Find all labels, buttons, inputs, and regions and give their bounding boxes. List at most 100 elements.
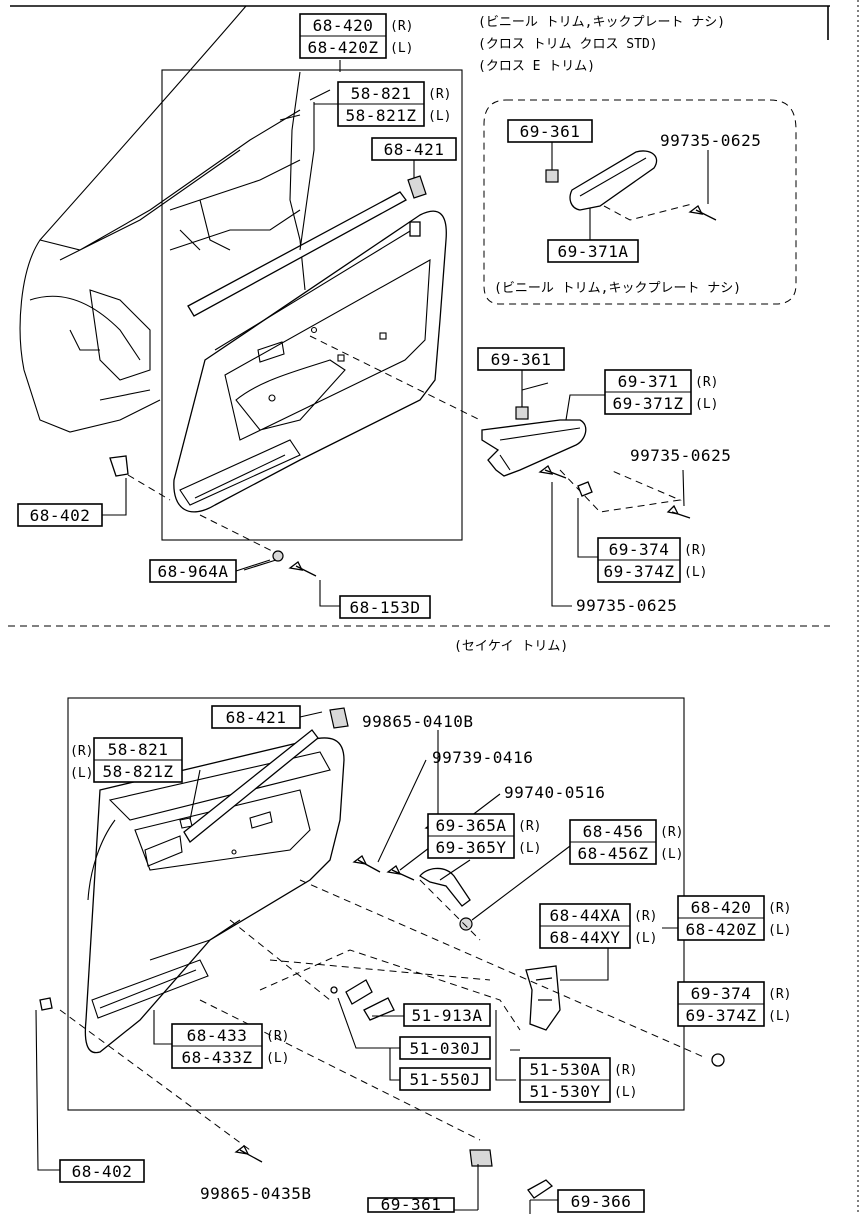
svg-text:69-361: 69-361 xyxy=(491,350,552,369)
screw-99865-0435b xyxy=(234,1145,263,1163)
section-label: (セイケイ トリム) xyxy=(454,639,568,654)
svg-text:58-821: 58-821 xyxy=(108,740,169,759)
svg-text:58-821: 58-821 xyxy=(351,84,412,103)
svg-text:68-402: 68-402 xyxy=(30,506,91,525)
label-99865-0410b: 99865-0410B xyxy=(362,712,473,731)
svg-text:68-420: 68-420 xyxy=(313,16,374,35)
clip-68-421-top xyxy=(407,175,427,237)
svg-text:(R): (R) xyxy=(768,987,791,1002)
svg-text:(L): (L) xyxy=(614,1085,637,1100)
clip-51-030j xyxy=(330,986,338,994)
svg-text:(R): (R) xyxy=(634,909,657,924)
svg-text:69-366: 69-366 xyxy=(571,1192,632,1211)
washer-68-964a xyxy=(272,550,284,562)
label-69-374-bottom: 69-374 69-374Z (R) (L) xyxy=(677,981,791,1027)
svg-text:58-821Z: 58-821Z xyxy=(346,106,417,125)
svg-text:69-371: 69-371 xyxy=(618,372,679,391)
svg-text:(R): (R) xyxy=(390,19,413,34)
label-51-030j: 51-030J xyxy=(399,1036,491,1060)
svg-text:(R): (R) xyxy=(660,825,683,840)
label-99735-b: 99735-0625 xyxy=(576,596,677,615)
label-99740-0516: 99740-0516 xyxy=(504,783,605,802)
label-99865-0435b: 99865-0435B xyxy=(200,1184,311,1203)
svg-text:68-433: 68-433 xyxy=(187,1026,248,1045)
svg-text:58-821Z: 58-821Z xyxy=(103,762,174,781)
svg-text:69-371Z: 69-371Z xyxy=(613,394,684,413)
label-58-821-top: 58-821 58-821Z (R) (L) xyxy=(337,81,451,127)
note-line-2: (クロス トリム クロス STD) xyxy=(478,37,658,52)
svg-text:69-365Y: 69-365Y xyxy=(436,838,507,857)
svg-text:69-361: 69-361 xyxy=(381,1195,442,1214)
label-68-402-top: 68-402 xyxy=(17,503,103,527)
svg-text:(L): (L) xyxy=(390,41,413,56)
bracket-51-913 xyxy=(345,979,373,1005)
label-58-821-bottom: (R) (L) 58-821 58-821Z xyxy=(70,737,183,783)
svg-text:(L): (L) xyxy=(768,923,791,938)
svg-text:69-374: 69-374 xyxy=(609,540,670,559)
svg-text:68-964A: 68-964A xyxy=(158,562,229,581)
svg-text:69-374Z: 69-374Z xyxy=(686,1006,757,1025)
svg-text:68-44XA: 68-44XA xyxy=(550,906,621,925)
label-69-374-top: 69-374 69-374Z (R) (L) xyxy=(597,537,707,583)
svg-text:(L): (L) xyxy=(518,841,541,856)
label-69-366: 69-366 xyxy=(557,1189,645,1213)
svg-text:68-456Z: 68-456Z xyxy=(578,844,649,863)
svg-text:(L): (L) xyxy=(428,109,451,124)
screw-99735-inset xyxy=(688,205,717,221)
cap-69-374-bottom xyxy=(711,1053,725,1067)
cover-69-366 xyxy=(527,1179,554,1199)
note-line-3: (クロス E トリム) xyxy=(478,59,595,74)
svg-text:(R): (R) xyxy=(614,1063,637,1078)
label-68-421-top: 68-421 xyxy=(371,137,457,161)
door-trim-panel xyxy=(173,210,447,513)
label-69-371a: 69-371A xyxy=(547,239,639,263)
svg-text:(L): (L) xyxy=(634,931,657,946)
clip-68-402-top xyxy=(109,455,129,477)
svg-text:68-420Z: 68-420Z xyxy=(308,38,379,57)
svg-text:(L): (L) xyxy=(266,1051,289,1066)
svg-text:69-371A: 69-371A xyxy=(558,242,629,261)
svg-text:68-433Z: 68-433Z xyxy=(182,1048,253,1067)
svg-text:68-402: 68-402 xyxy=(72,1162,133,1181)
part-51-530a xyxy=(363,997,395,1021)
label-51-550j: 51-550J xyxy=(399,1067,491,1091)
screw-99739-0416 xyxy=(352,855,381,873)
label-69-361-top: 69-361 xyxy=(477,347,565,371)
svg-text:68-44XY: 68-44XY xyxy=(550,928,621,947)
handle-69-365a xyxy=(419,867,471,907)
svg-text:51-913A: 51-913A xyxy=(412,1006,483,1025)
svg-text:(R): (R) xyxy=(266,1029,289,1044)
label-68-402-bottom: 68-402 xyxy=(59,1159,145,1183)
cap-69-361-inset xyxy=(545,169,559,183)
armrest-69-371a xyxy=(545,150,717,221)
svg-text:(L): (L) xyxy=(684,565,707,580)
screw-68-153d xyxy=(288,561,317,577)
cap-69-374 xyxy=(577,481,593,497)
svg-text:(L): (L) xyxy=(70,766,93,781)
cap-69-361-bottom xyxy=(469,1149,493,1167)
molded-door-trim xyxy=(84,737,345,1054)
label-69-361-inset: 69-361 xyxy=(507,119,593,143)
label-68-456: 68-456 68-456Z (R) (L) xyxy=(569,819,683,865)
svg-text:51-530Y: 51-530Y xyxy=(530,1082,601,1101)
label-68-420-top: 68-420 68-420Z (R) (L) xyxy=(299,13,413,59)
screw-99735-a xyxy=(538,465,567,479)
label-69-361-bottom: 69-361 xyxy=(367,1195,455,1214)
inset-note: (ビニール トリム,キックプレート ナシ) xyxy=(494,281,741,296)
label-69-371: 69-371 69-371Z (R) (L) xyxy=(604,369,718,415)
screw-99740-0516 xyxy=(386,865,415,881)
svg-text:(R): (R) xyxy=(428,87,451,102)
label-68-153d: 68-153D xyxy=(339,595,431,619)
svg-text:(L): (L) xyxy=(695,397,718,412)
trim-frame xyxy=(161,69,463,541)
label-68-433: 68-433 68-433Z (R) (L) xyxy=(171,1023,289,1069)
svg-text:68-420Z: 68-420Z xyxy=(686,920,757,939)
weatherstrip-bottom xyxy=(183,729,319,843)
svg-text:51-030J: 51-030J xyxy=(410,1039,481,1058)
svg-text:69-361: 69-361 xyxy=(520,122,581,141)
svg-text:68-456: 68-456 xyxy=(583,822,644,841)
label-51-530a: 51-530A 51-530Y (R) (L) xyxy=(519,1057,637,1103)
svg-text:68-420: 68-420 xyxy=(691,898,752,917)
svg-text:(R): (R) xyxy=(518,819,541,834)
